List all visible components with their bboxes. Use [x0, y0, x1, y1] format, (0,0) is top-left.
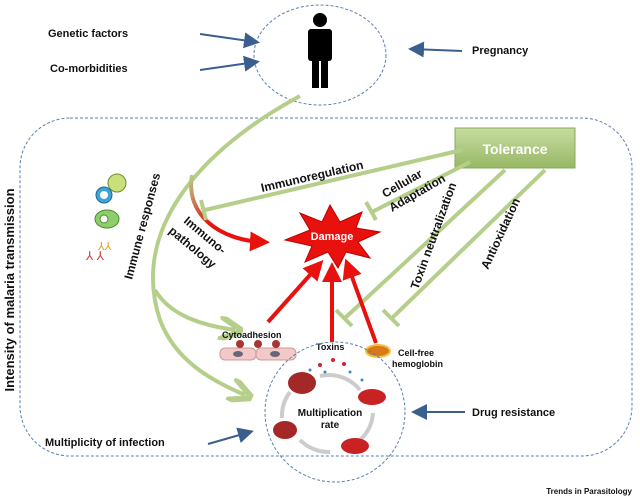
svg-text:⅄⅄: ⅄⅄ — [97, 241, 112, 253]
parasite-cycle-icon — [273, 358, 386, 455]
cytoadhesion-label: Cytoadhesion — [222, 330, 282, 340]
comorbidities-arrow — [199, 55, 260, 72]
antioxidation-label: Antioxidation — [478, 196, 523, 271]
drug-resistance-label: Drug resistance — [472, 407, 555, 419]
multiplicity-label: Multiplicity of infection — [45, 437, 165, 449]
cytoadhesion-curve — [153, 288, 235, 330]
immune-responses-label: Immune responses — [121, 171, 163, 281]
transmission-axis-label: Intensity of malaria transmission — [2, 188, 17, 391]
toxins-label: Toxins — [316, 342, 344, 352]
multiplication-label-1: Multiplication — [298, 408, 362, 419]
hemoglobin-label-2: hemoglobin — [392, 359, 443, 369]
comorbidities-label: Co-morbidities — [50, 63, 128, 75]
tolerance-box — [454, 127, 576, 169]
damage-label: Damage — [311, 231, 354, 243]
tolerance-inhibition-lines — [199, 148, 547, 328]
immunopathology-arrow — [189, 174, 270, 252]
hemoglobin-label-1: Cell-free — [398, 348, 434, 358]
endothelium-icon — [219, 340, 297, 361]
genetic-factors-label: Genetic factors — [48, 28, 128, 40]
person-icon — [308, 13, 332, 88]
immune-response-curve — [151, 94, 301, 395]
tolerance-label: Tolerance — [482, 141, 547, 157]
multiplicity-arrow — [207, 427, 254, 445]
host-circle — [253, 4, 387, 106]
svg-text:⅄ ⅄: ⅄ ⅄ — [85, 249, 105, 263]
multiplication-circle — [264, 341, 406, 483]
genetic-arrow — [199, 32, 260, 49]
cytoadhesion-damage-arrow — [266, 260, 324, 324]
pregnancy-label: Pregnancy — [472, 45, 529, 57]
transmission-area — [19, 117, 633, 457]
credit-label: Trends in Parasitology — [546, 487, 632, 496]
hemoglobin-damage-arrow — [342, 258, 378, 344]
pregnancy-arrow — [408, 41, 463, 58]
immune-cells-icon: ⅄ ⅄ ⅄⅄ — [85, 173, 127, 263]
multiplication-label-2: rate — [321, 420, 340, 431]
